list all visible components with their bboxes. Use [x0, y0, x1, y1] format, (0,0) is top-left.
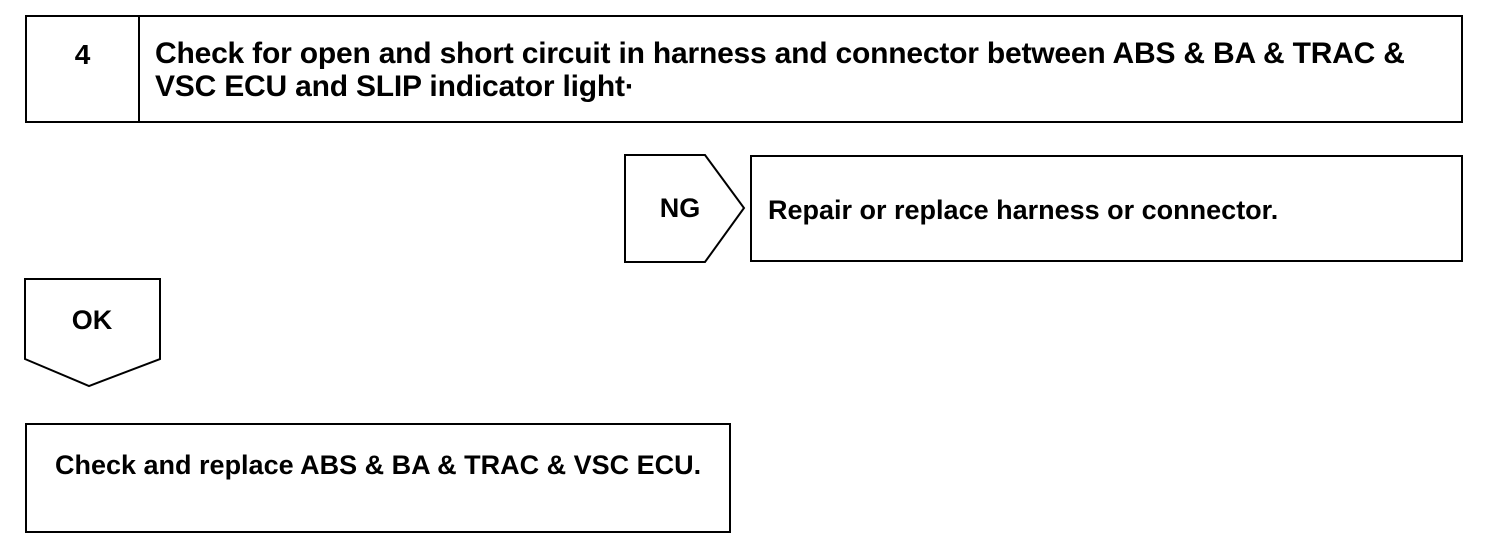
ok-arrow-shape — [24, 278, 161, 388]
ng-result-text: Repair or replace harness or connector. — [768, 195, 1279, 225]
ng-result-box: Repair or replace harness or connector. — [750, 155, 1463, 262]
step-number: 4 — [27, 17, 140, 121]
ng-arrow-shape — [624, 154, 746, 263]
step-description: Check for open and short circuit in harn… — [155, 37, 1405, 103]
step-box: 4 Check for open and short circuit in ha… — [25, 15, 1463, 123]
ok-result-text: Check and replace ABS & BA & TRAC & VSC … — [55, 450, 702, 480]
ok-result-box: Check and replace ABS & BA & TRAC & VSC … — [25, 423, 731, 533]
ok-label: OK — [71, 305, 113, 335]
ng-label: NG — [659, 193, 701, 223]
